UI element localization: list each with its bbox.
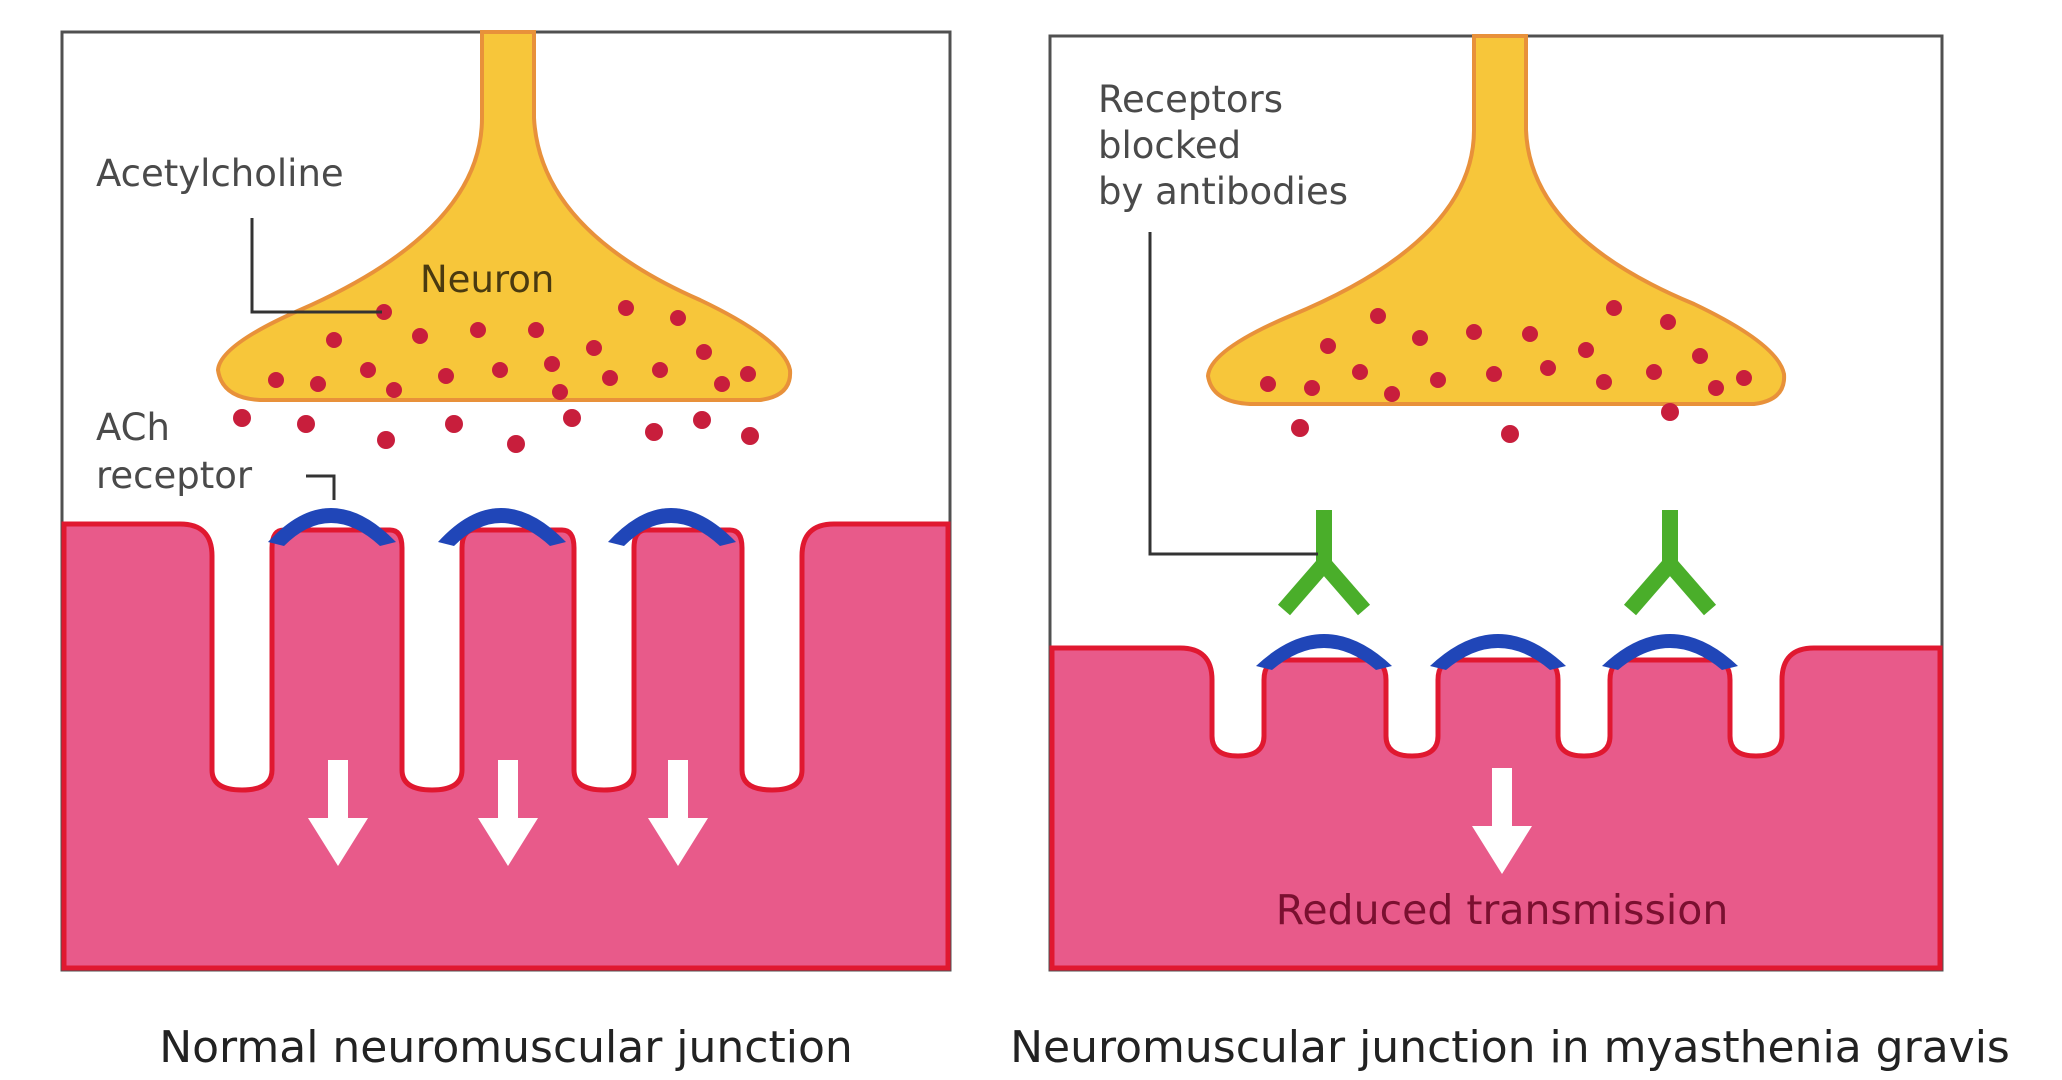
reduced-transmission-label: Reduced transmission <box>1276 886 1729 934</box>
blocked-label-line2: blocked <box>1098 124 1241 167</box>
blocked-label-line1: Receptors <box>1098 78 1283 121</box>
blocked-label-line3: by antibodies <box>1098 170 1348 213</box>
mg-junction-panel: Receptors blocked by antibodies Reduced … <box>1050 36 1942 970</box>
normal-caption: Normal neuromuscular junction <box>159 1022 853 1073</box>
mg-caption: Neuromuscular junction in myasthenia gra… <box>1010 1022 2010 1073</box>
acetylcholine-label: Acetylcholine <box>96 152 344 195</box>
ach-receptor-label-line2: receptor <box>96 454 253 497</box>
normal-muscle-membrane <box>64 524 948 968</box>
normal-junction-panel: Acetylcholine Neuron ACh receptor <box>62 32 950 970</box>
ach-receptor-label-line1: ACh <box>96 406 170 449</box>
neuron-label: Neuron <box>420 258 554 301</box>
